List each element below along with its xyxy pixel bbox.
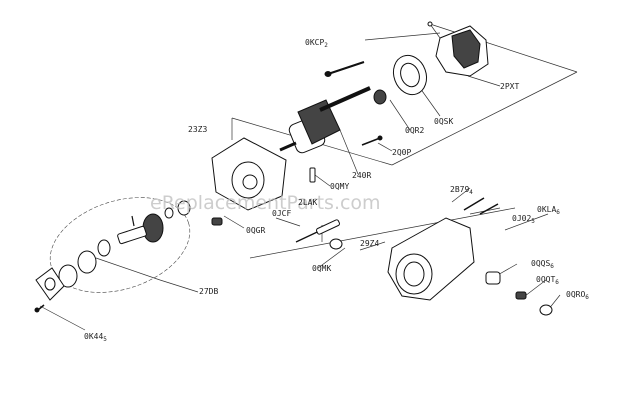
label-240r: 240R xyxy=(352,171,371,180)
label-0j02: 0J025 xyxy=(512,214,535,225)
field-coil-2pxt xyxy=(427,21,489,77)
part-labels: 0KCP2 2PXT 0QSK 0QR2 23Z3 2Q0P 240R 0QMY… xyxy=(84,38,589,343)
retainer-0qgr xyxy=(211,217,223,226)
label-2q0p: 2Q0P xyxy=(392,148,411,157)
switch-0jcf xyxy=(295,219,340,243)
parts xyxy=(34,21,553,316)
label-29z4: 29Z4 xyxy=(360,239,379,248)
label-okcp: 0KCP2 xyxy=(305,38,328,49)
screw-okcp xyxy=(324,61,365,77)
cap-0qro xyxy=(539,304,553,316)
bearing-0qr2 xyxy=(373,89,387,105)
motor-housing-23z3 xyxy=(211,137,287,211)
screw-2q0p xyxy=(361,135,383,146)
collar-0qqs xyxy=(485,271,501,285)
armature-240r xyxy=(279,86,371,154)
gear-cluster-27db xyxy=(35,200,191,301)
label-0kla: 0KLA6 xyxy=(537,205,560,216)
label-2lak: 2LAK xyxy=(298,198,317,207)
brush-0qmy xyxy=(309,167,316,183)
label-0qmy: 0QMY xyxy=(330,182,349,191)
spring-0qqt xyxy=(515,291,527,300)
label-2pxt: 2PXT xyxy=(500,82,519,91)
screw-0kla xyxy=(479,203,499,215)
label-0qr2: 0QR2 xyxy=(405,126,424,135)
screw-2b79 xyxy=(463,197,485,211)
label-23z3: 23Z3 xyxy=(188,125,207,134)
label-27db: 27DB xyxy=(199,287,218,296)
label-0k44: 0K445 xyxy=(84,332,107,343)
label-0qro: 0QRO6 xyxy=(566,290,589,301)
label-2b79: 2B794 xyxy=(450,185,473,196)
watermark-text: eReplacementParts.com xyxy=(150,192,381,214)
label-0qsk: 0QSK xyxy=(434,117,453,126)
label-0qmk: 0QMK xyxy=(312,264,331,273)
label-0jcf: 0JCF xyxy=(272,209,291,218)
knob-0qmk xyxy=(329,238,343,250)
label-0qqs: 0QQS6 xyxy=(531,259,554,270)
label-0qgr: 0QGR xyxy=(246,226,265,235)
label-0qqt: 0QQT6 xyxy=(536,275,559,286)
baffle-0qsk xyxy=(392,54,428,96)
handle-housing-29z4 xyxy=(387,217,475,301)
screw-0k44 xyxy=(34,304,45,313)
